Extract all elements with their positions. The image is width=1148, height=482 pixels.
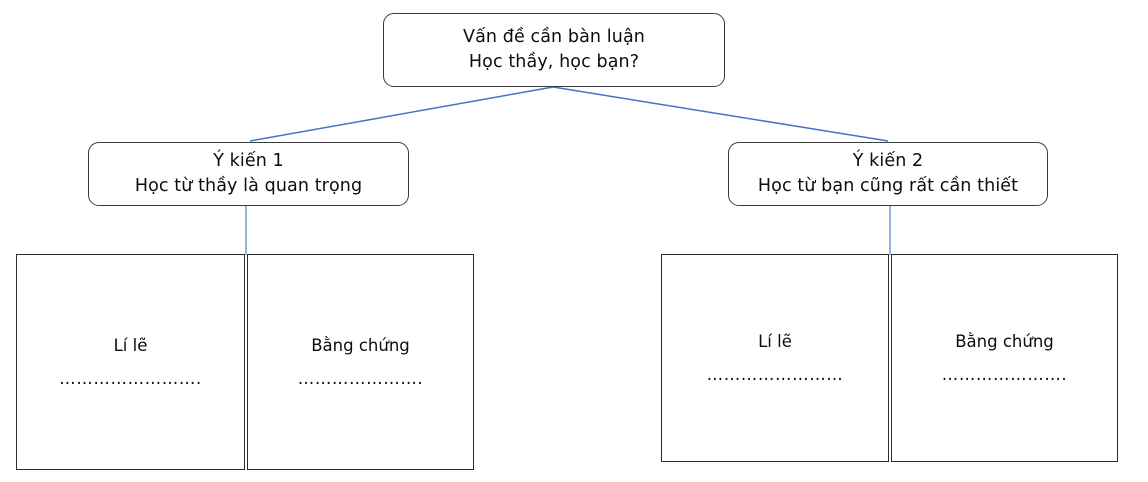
- opinion-2-box[interactable]: Ý kiến 2 Học từ bạn cũng rất cần thiết: [728, 142, 1048, 206]
- opinion-1-statement: Học từ thầy là quan trọng: [134, 176, 363, 196]
- topic-box[interactable]: Vấn đề cần bàn luận Học thầy, học bạn?: [383, 13, 725, 87]
- topic-question: Học thầy, học bạn?: [468, 52, 640, 72]
- opinion-2-reason-box[interactable]: Lí lẽ ……………………: [661, 254, 889, 462]
- topic-label: Vấn đề cần bàn luận: [463, 27, 645, 48]
- opinion-1-label: Ý kiến 1: [213, 151, 284, 172]
- connector-topic-to-opinion-2: [552, 86, 889, 142]
- opinion-2-evidence-dots: ………………….: [941, 365, 1068, 385]
- opinion-1-reason-dots: …………………….: [59, 369, 202, 389]
- opinion-1-evidence-title: Bằng chứng: [311, 336, 410, 355]
- opinion-2-reason-title: Lí lẽ: [758, 332, 792, 351]
- opinion-1-evidence-dots: ………………….: [297, 369, 424, 389]
- connector-topic-to-opinion-1: [249, 86, 554, 142]
- opinion-2-evidence-box[interactable]: Bằng chứng ………………….: [891, 254, 1118, 462]
- opinion-1-reason-title: Lí lẽ: [113, 336, 148, 355]
- opinion-2-evidence-title: Bằng chứng: [955, 332, 1054, 351]
- opinion-1-box[interactable]: Ý kiến 1 Học từ thầy là quan trọng: [88, 142, 409, 206]
- opinion-2-statement: Học từ bạn cũng rất cần thiết: [757, 176, 1019, 196]
- opinion-1-evidence-box[interactable]: Bằng chứng ………………….: [247, 254, 474, 470]
- opinion-2-reason-dots: ……………………: [706, 365, 844, 385]
- opinion-1-reason-box[interactable]: Lí lẽ …………………….: [16, 254, 245, 470]
- opinion-2-label: Ý kiến 2: [852, 151, 924, 172]
